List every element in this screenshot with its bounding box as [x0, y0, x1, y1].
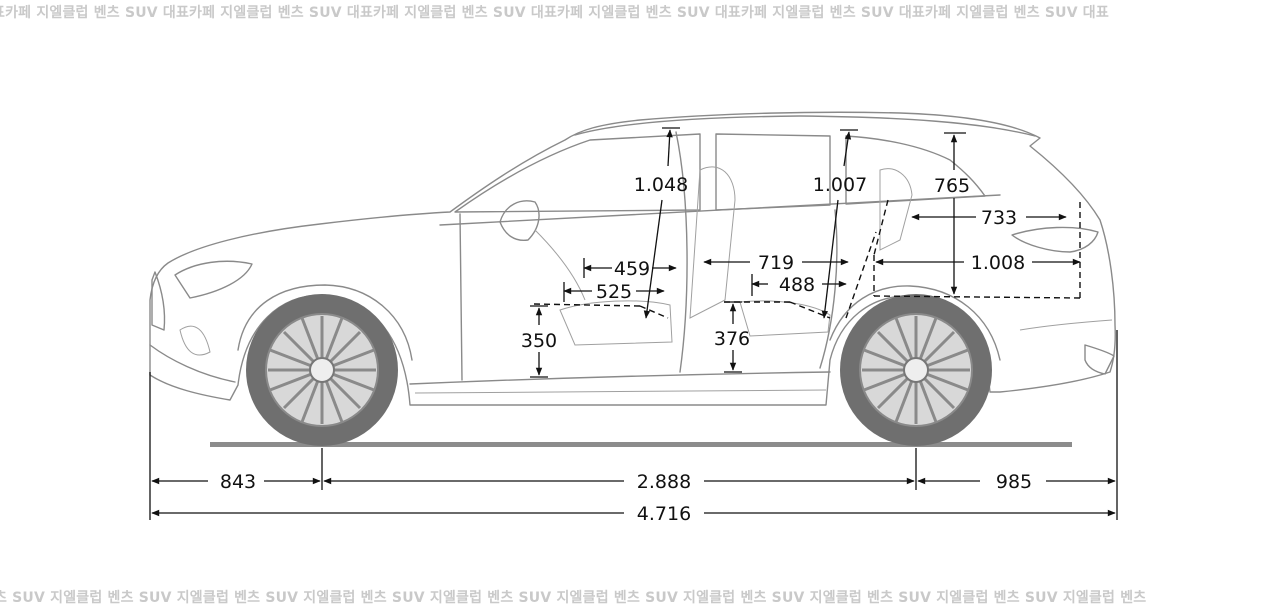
label-front-legroom-a: 459 — [614, 258, 650, 280]
dim-rear-legroom: 719 488 — [703, 231, 877, 319]
dim-front-seat-height: 350 — [521, 305, 557, 378]
label-rear-overhang: 985 — [996, 471, 1032, 493]
watermark-bottom: 츠 SUV 지엘클럽 벤츠 SUV 지엘클럽 벤츠 SUV 지엘클럽 벤츠 SU… — [0, 590, 1147, 606]
dim-rear-seat-height: 376 — [714, 301, 750, 373]
label-front-overhang: 843 — [220, 471, 256, 493]
label-rear-headroom: 1.007 — [813, 174, 867, 196]
label-cargo-length-floor: 1.008 — [971, 252, 1025, 274]
dim-front-overhang: 843 — [151, 471, 321, 493]
label-cargo-length-top: 733 — [981, 207, 1017, 229]
label-rear-seat-height: 376 — [714, 328, 750, 350]
label-front-seat-height: 350 — [521, 330, 557, 352]
label-front-legroom-b: 525 — [596, 281, 632, 303]
dim-rear-headroom: 1.007 — [813, 129, 867, 319]
label-overall-length: 4.716 — [637, 503, 691, 525]
dim-rear-overhang: 985 — [917, 471, 1116, 493]
label-cargo-height: 765 — [934, 175, 970, 197]
dim-front-legroom: 459 525 — [533, 258, 677, 319]
rear-wheel — [840, 294, 992, 446]
front-wheel — [246, 294, 398, 446]
extension-lines — [149, 330, 1118, 520]
label-rear-legroom-a: 719 — [758, 252, 794, 274]
dim-cargo-height: 765 — [934, 132, 970, 295]
dim-cargo-length-floor: 1.008 — [873, 199, 1081, 299]
dim-cargo-length-top: 733 — [911, 207, 1067, 229]
dim-front-headroom: 1.048 — [634, 127, 688, 319]
dim-overall-length: 4.716 — [151, 503, 1116, 525]
ground-line — [210, 442, 1072, 447]
dim-wheelbase: 2.888 — [323, 471, 915, 493]
label-rear-legroom-b: 488 — [779, 274, 815, 296]
label-wheelbase: 2.888 — [637, 471, 691, 493]
car-body — [149, 111, 1116, 406]
label-front-headroom: 1.048 — [634, 174, 688, 196]
watermark-top: 표카페 지엘클럽 벤츠 SUV 대표카페 지엘클럽 벤츠 SUV 대표카페 지엘… — [0, 5, 1109, 21]
